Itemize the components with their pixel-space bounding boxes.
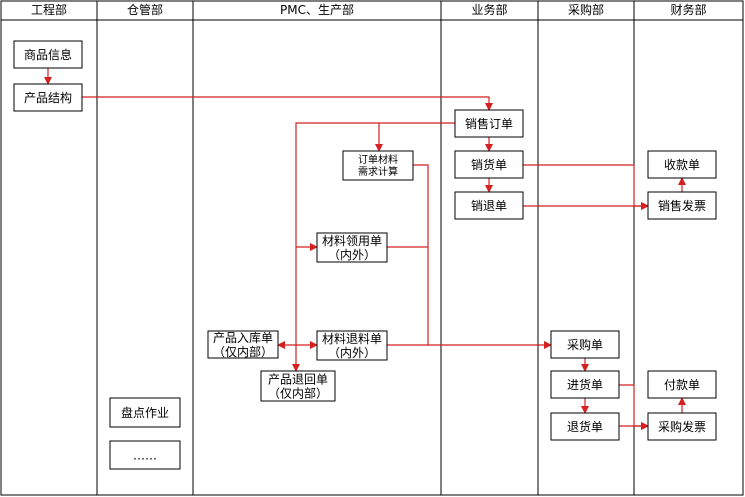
box-frame [454,191,524,220]
box-ellipsis: …… [109,440,181,470]
box-label: 收款单 [664,158,700,172]
box-label: 付款单 [664,378,700,392]
box-label: 订单材料 [358,153,398,166]
box-purchase-receipt: 进货单 [550,370,620,399]
connector-order-calc-to-purchase [413,164,552,349]
box-material-requisition: 材料领用单（内外） [316,232,388,263]
box-purchase-return: 退货单 [550,412,620,441]
box-label: 销货单 [471,157,507,172]
connector-sales-order-to-pmc-trunk [292,122,455,372]
box-frame [454,109,524,138]
box-frame [647,412,717,441]
box-frame [647,191,717,220]
connectors [44,68,686,430]
box-frame [550,370,620,399]
box-purchase-invoice: 采购发票 [647,412,717,441]
box-purchase-order: 采购单 [550,330,620,359]
box-frame [316,330,388,361]
box-product-structure: 产品结构 [13,83,83,112]
box-label: 产品结构 [24,90,72,105]
box-label: 材料退料单 [322,332,382,346]
box-label: （内外） [328,248,376,262]
box-sales-invoice: 销售发票 [647,191,717,220]
box-label: 产品退回单 [268,373,328,387]
box-frame [13,83,83,112]
box-frame [260,370,336,402]
box-frame [13,40,83,69]
box-label: 销售订单 [465,116,513,131]
box-label: 需求计算 [358,165,398,178]
lane-title-business: 业务部 [471,2,507,17]
box-material-return: 材料退料单（内外） [316,330,388,361]
box-stocktake: 盘点作业 [109,397,181,428]
lane-title-purchasing: 采购部 [568,2,604,17]
box-product-return: 产品退回单（仅内部） [260,370,336,402]
lane-title-finance: 财务部 [670,2,706,17]
connector-structure-to-sales-order [82,96,493,111]
box-label: 销退单 [471,199,507,213]
box-frame [316,232,388,263]
box-label: （仅内部） [213,344,273,359]
box-label: 盘点作业 [121,405,169,420]
box-label: （仅内部） [268,386,328,401]
box-frame [647,150,717,179]
box-label: 采购单 [567,337,603,352]
lane-title-warehouse: 仓管部 [127,2,163,17]
box-product-inbound: 产品入库单（仅内部） [207,330,279,359]
box-sales-return: 销退单 [454,191,524,220]
box-label: 进货单 [567,377,603,392]
lane-title-pmc: PMC、生产部 [280,2,354,17]
connector-delivery-to-invoice [523,164,649,210]
lane-title-engineering: 工程部 [31,2,67,17]
box-sales-order: 销售订单 [454,109,524,138]
box-label: 产品入库单 [213,330,273,345]
box-frame [550,412,620,441]
box-label: …… [133,449,157,463]
box-frame [109,440,181,470]
box-frame [550,330,620,359]
box-frame [647,370,717,399]
box-product-info: 商品信息 [13,40,83,69]
process-boxes: 商品信息产品结构盘点作业……订单材料需求计算材料领用单（内外）材料退料单（内外）… [13,40,717,470]
box-label: 退货单 [567,419,603,434]
box-label: 商品信息 [24,47,72,62]
connector-purchase-receipt-to-invoice [619,384,649,430]
box-label: （内外） [328,346,376,360]
box-payment: 付款单 [647,370,717,399]
box-receipt: 收款单 [647,150,717,179]
box-frame [342,150,414,181]
box-frame [454,150,524,179]
box-label: 采购发票 [658,419,706,434]
box-sales-delivery: 销货单 [454,150,524,179]
box-frame [207,330,279,359]
box-label: 材料领用单 [322,234,382,248]
box-label: 销售发票 [658,198,706,213]
box-frame [109,397,181,428]
